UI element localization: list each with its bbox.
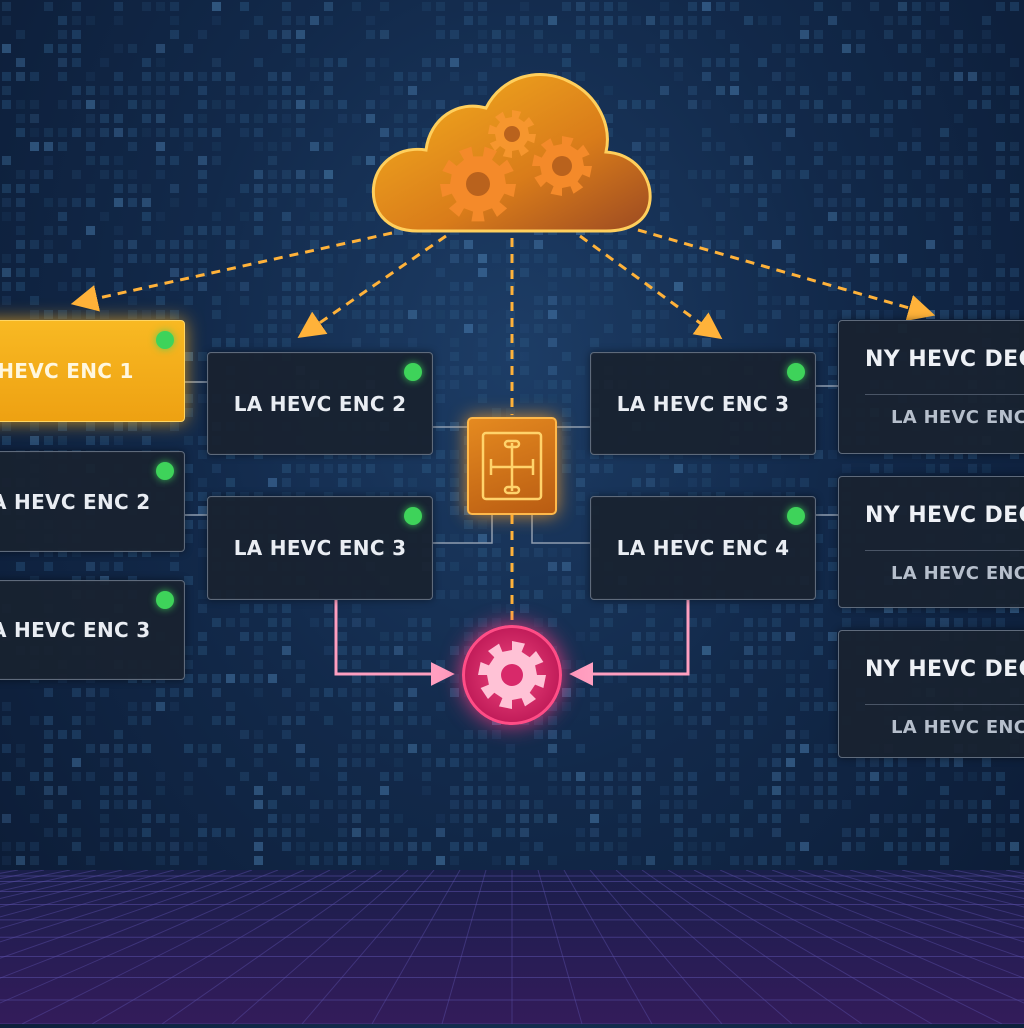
ny-dec-node-2[interactable]: NY HEVC DEC LA HEVC ENC (838, 476, 1024, 608)
status-indicator (156, 591, 174, 609)
node-label: HEVC ENC 1 (0, 359, 134, 383)
enc-node-left-2[interactable]: A HEVC ENC 2 (0, 451, 185, 552)
status-indicator (156, 462, 174, 480)
la-enc-node-2[interactable]: LA HEVC ENC 2 (207, 352, 433, 455)
gear-small-icon (532, 136, 592, 196)
node-label: A HEVC ENC 3 (0, 618, 151, 642)
enc-node-left-1[interactable]: HEVC ENC 1 (0, 320, 185, 422)
status-indicator (156, 331, 174, 349)
node-subtitle: LA HEVC ENC (891, 717, 1024, 738)
node-label: A HEVC ENC 2 (0, 489, 151, 514)
status-indicator (404, 507, 422, 525)
floor-grid (0, 869, 1024, 1025)
divider (865, 704, 1024, 705)
cloud-gears-icon (371, 73, 652, 233)
node-label: LA HEVC ENC 2 (233, 391, 407, 416)
la-enc-node-3[interactable]: LA HEVC ENC 3 (207, 496, 433, 600)
gear-medium-icon (488, 110, 536, 158)
gear-large-icon (440, 146, 516, 222)
la-enc-node-3-right[interactable]: LA HEVC ENC 3 (590, 352, 816, 455)
node-label: LA HEVC ENC 4 (616, 536, 790, 560)
node-title: NY HEVC DEC (865, 503, 1024, 528)
enc-node-left-3[interactable]: A HEVC ENC 3 (0, 580, 185, 680)
node-subtitle: LA HEVC ENC (891, 563, 1024, 584)
node-label: LA HEVC ENC 3 (616, 391, 790, 416)
circuit-switch-icon (481, 431, 543, 501)
la-enc-node-4[interactable]: LA HEVC ENC 4 (590, 496, 816, 600)
ny-dec-node-3[interactable]: NY HEVC DEC LA HEVC ENC (838, 630, 1024, 758)
divider (865, 394, 1024, 395)
node-subtitle: LA HEVC ENC (891, 407, 1024, 428)
processing-hub[interactable] (462, 625, 562, 725)
cloud-orchestrator[interactable] (366, 66, 656, 238)
status-indicator (787, 507, 805, 525)
status-indicator (787, 363, 805, 381)
node-title: NY HEVC DEC (865, 657, 1024, 682)
ny-dec-node-1[interactable]: NY HEVC DEC LA HEVC ENC (838, 320, 1024, 454)
status-indicator (404, 363, 422, 381)
divider (865, 550, 1024, 551)
node-label: LA HEVC ENC 3 (233, 536, 407, 560)
gear-icon (478, 641, 546, 709)
routing-switch[interactable] (467, 417, 557, 515)
node-title: NY HEVC DEC (865, 347, 1024, 372)
perspective-floor (0, 869, 1024, 1025)
